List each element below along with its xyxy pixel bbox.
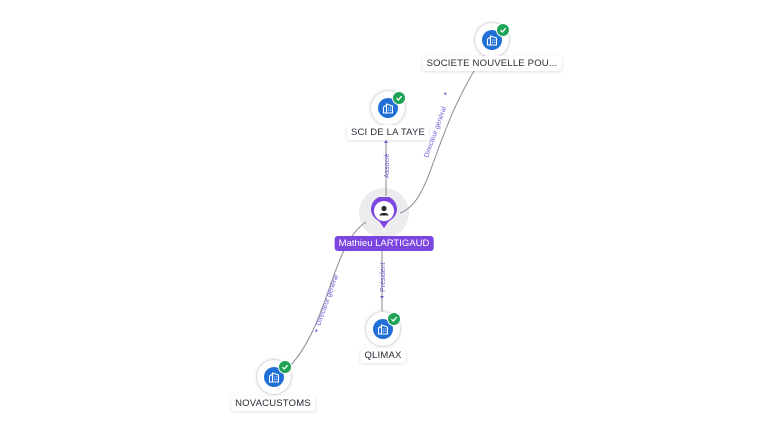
edge-label-sci: Associé — [384, 153, 391, 178]
verified-check-icon — [278, 360, 292, 374]
verified-check-icon — [392, 91, 406, 105]
edge-novacustoms — [283, 221, 367, 373]
company-node-sci[interactable] — [369, 89, 409, 129]
company-node-novacustoms[interactable] — [255, 358, 295, 398]
verified-check-icon — [496, 23, 510, 37]
company-icon — [373, 319, 393, 339]
company-label-novacustoms[interactable]: NOVACUSTOMS — [231, 396, 315, 411]
company-label-qlimax[interactable]: QLIMAX — [360, 348, 406, 363]
company-icon — [378, 98, 398, 118]
company-node-qlimax[interactable] — [364, 310, 404, 350]
edge-arrow-sci — [384, 140, 388, 143]
company-label-societe[interactable]: SOCIETE NOUVELLE POU... — [422, 56, 562, 71]
edge-societe — [399, 44, 492, 214]
company-label-sci[interactable]: SCI DE LA TAYE — [346, 125, 430, 140]
edge-arrow-novacustoms — [315, 329, 318, 332]
person-icon — [371, 197, 397, 228]
edge-label-novacustoms: Directeur général — [315, 273, 340, 326]
verified-check-icon — [387, 312, 401, 326]
person-name-label[interactable]: Mathieu LARTIGAUD — [334, 236, 434, 251]
edge-arrow-qlimax — [380, 296, 384, 299]
company-icon — [482, 30, 502, 50]
company-icon — [264, 367, 284, 387]
edge-label-qlimax: Président — [380, 262, 387, 292]
person-node[interactable] — [359, 188, 409, 238]
company-node-societe[interactable] — [473, 21, 513, 61]
edge-arrow-societe — [443, 92, 447, 95]
